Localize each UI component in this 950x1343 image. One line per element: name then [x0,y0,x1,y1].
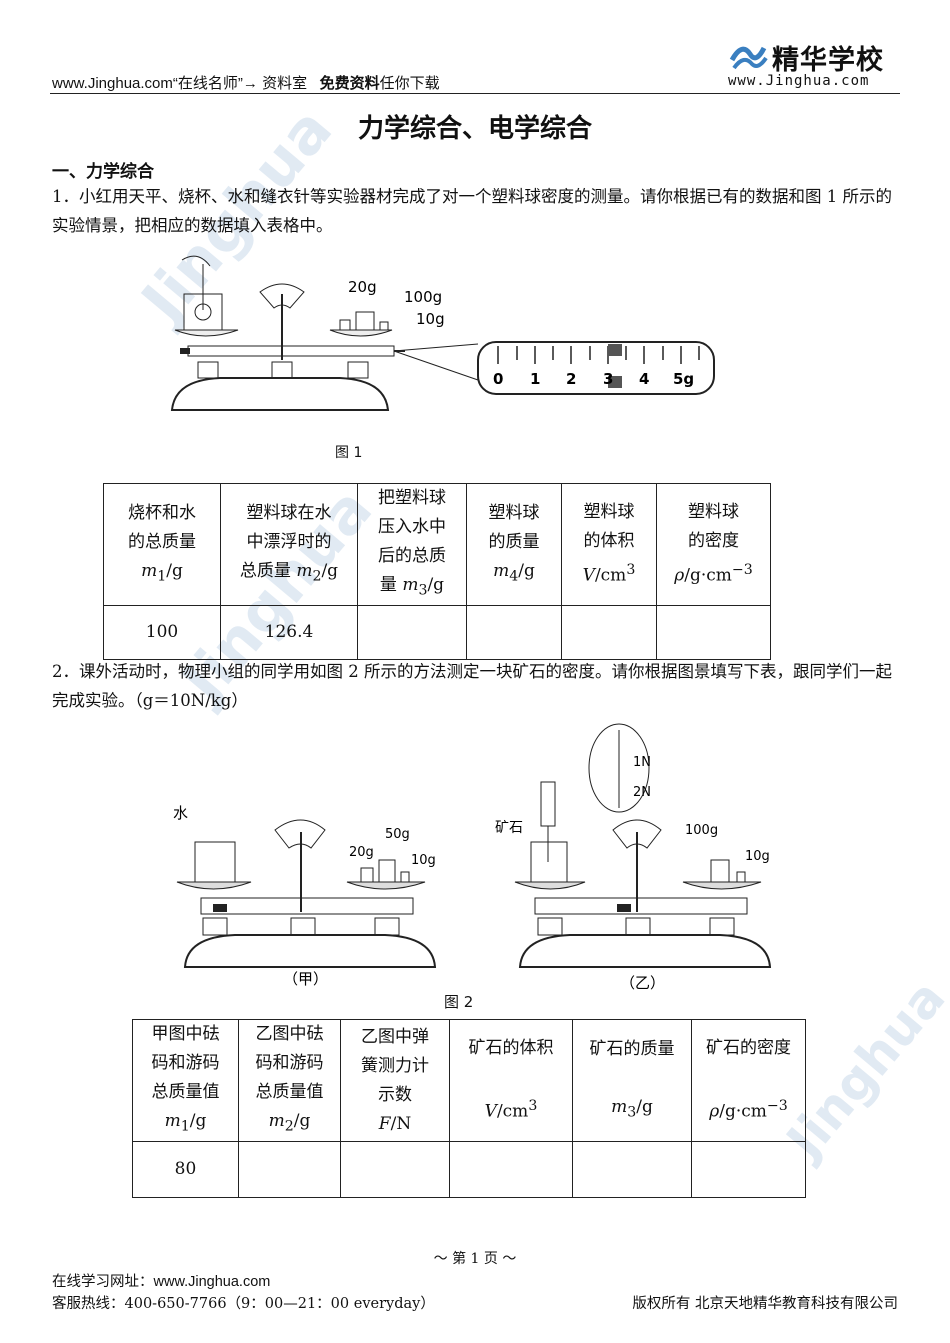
logo-url: www.Jinghua.com [728,73,870,89]
page-number: ～ 第 1 页 ～ [433,1251,517,1267]
table-cell [238,1141,341,1199]
header-download: 任你下载 [379,75,440,92]
figure-2-caption: 图 2 [444,993,474,1011]
header-teacher: “在线名师” [172,75,243,92]
scale-tick-label: 3 [603,370,613,388]
weight-label: 10g [416,310,445,328]
table-header-cell: 塑料球在水中漂浮时的总质量 m2/g [220,482,358,607]
scale-tick-label: 1 [530,370,540,388]
logo-brand: 精华学校 [772,45,884,76]
logo-icon [729,46,768,70]
table-cell: 126.4 [220,605,358,661]
figure-1-balance: 20g 100g 10g 0 1 2 3 4 5g [170,255,715,411]
table-cell: 100 [103,605,221,661]
logo: 精华学校 www.Jinghua.com [728,38,898,94]
figure-2-balances: 水 50g 20g 10g （甲） 1N 2N 矿石 100g 10g （乙） [173,723,772,992]
footer-hotline: 客服热线：400-650-7766（9：00—21：00 everyday） [52,1296,435,1312]
table-row: 100 126.4 [103,605,771,661]
water-label: 水 [173,804,188,822]
footer-site-label: 在线学习网址： [52,1274,154,1290]
footer-site: 在线学习网址：www.Jinghua.com [52,1270,270,1291]
figure-label-jia: （甲） [283,970,328,988]
figure-label-yi: （乙） [620,974,665,992]
spring-label: 2N [633,785,651,800]
ore-label: 矿石 [495,820,523,836]
table-cell [691,1141,806,1199]
footer-copyright: 版权所有 北京天地精华教育科技有限公司 [632,1296,898,1312]
table-cell [561,605,657,661]
weight-label: 100g [685,823,718,838]
weight-label: 100g [404,288,442,306]
header-links: www.Jinghua.com“在线名师”→ 资料室 免费资料任你下载 [52,72,440,93]
spring-label: 1N [633,755,651,770]
table-header-cell: 把塑料球压入水中后的总质量 m3/g [357,482,467,607]
scale-tick-label: 0 [493,370,503,388]
arrow-icon: → [242,75,258,92]
weight-label: 20g [349,845,374,860]
section-heading: 一、力学综合 [52,162,154,182]
scale-tick-label: 5g [673,370,694,388]
table-cell [572,1141,692,1199]
footer-site-link[interactable]: www.Jinghua.com [153,1274,271,1290]
figure-1-caption: 图 1 [335,445,363,461]
scale-tick-label: 2 [566,370,576,388]
table-cell [656,605,771,661]
header-room: 资料室 [262,75,308,92]
question-2-text: 2．课外活动时，物理小组的同学用如图 2 所示的方法测定一块矿石的密度。请你根据… [52,662,892,710]
table-cell [357,605,467,661]
header-free: 免费资料 [319,75,380,92]
header-site-link[interactable]: www.Jinghua.com [52,75,173,92]
weight-label: 10g [411,853,436,868]
table-row: 80 [132,1141,806,1199]
header-divider [50,93,900,94]
table-cell [466,605,562,661]
table-cell [340,1141,450,1199]
table-cell [449,1141,573,1199]
question-1-text: 1．小红用天平、烧杯、水和缝衣针等实验器材完成了对一个塑料球密度的测量。请你根据… [52,187,892,235]
table-cell: 80 [132,1141,239,1199]
weight-label: 20g [348,278,377,296]
weight-label: 10g [745,849,770,864]
scale-tick-label: 4 [639,370,649,388]
page-title: 力学综合、电学综合 [357,114,592,144]
weight-label: 50g [385,827,410,842]
